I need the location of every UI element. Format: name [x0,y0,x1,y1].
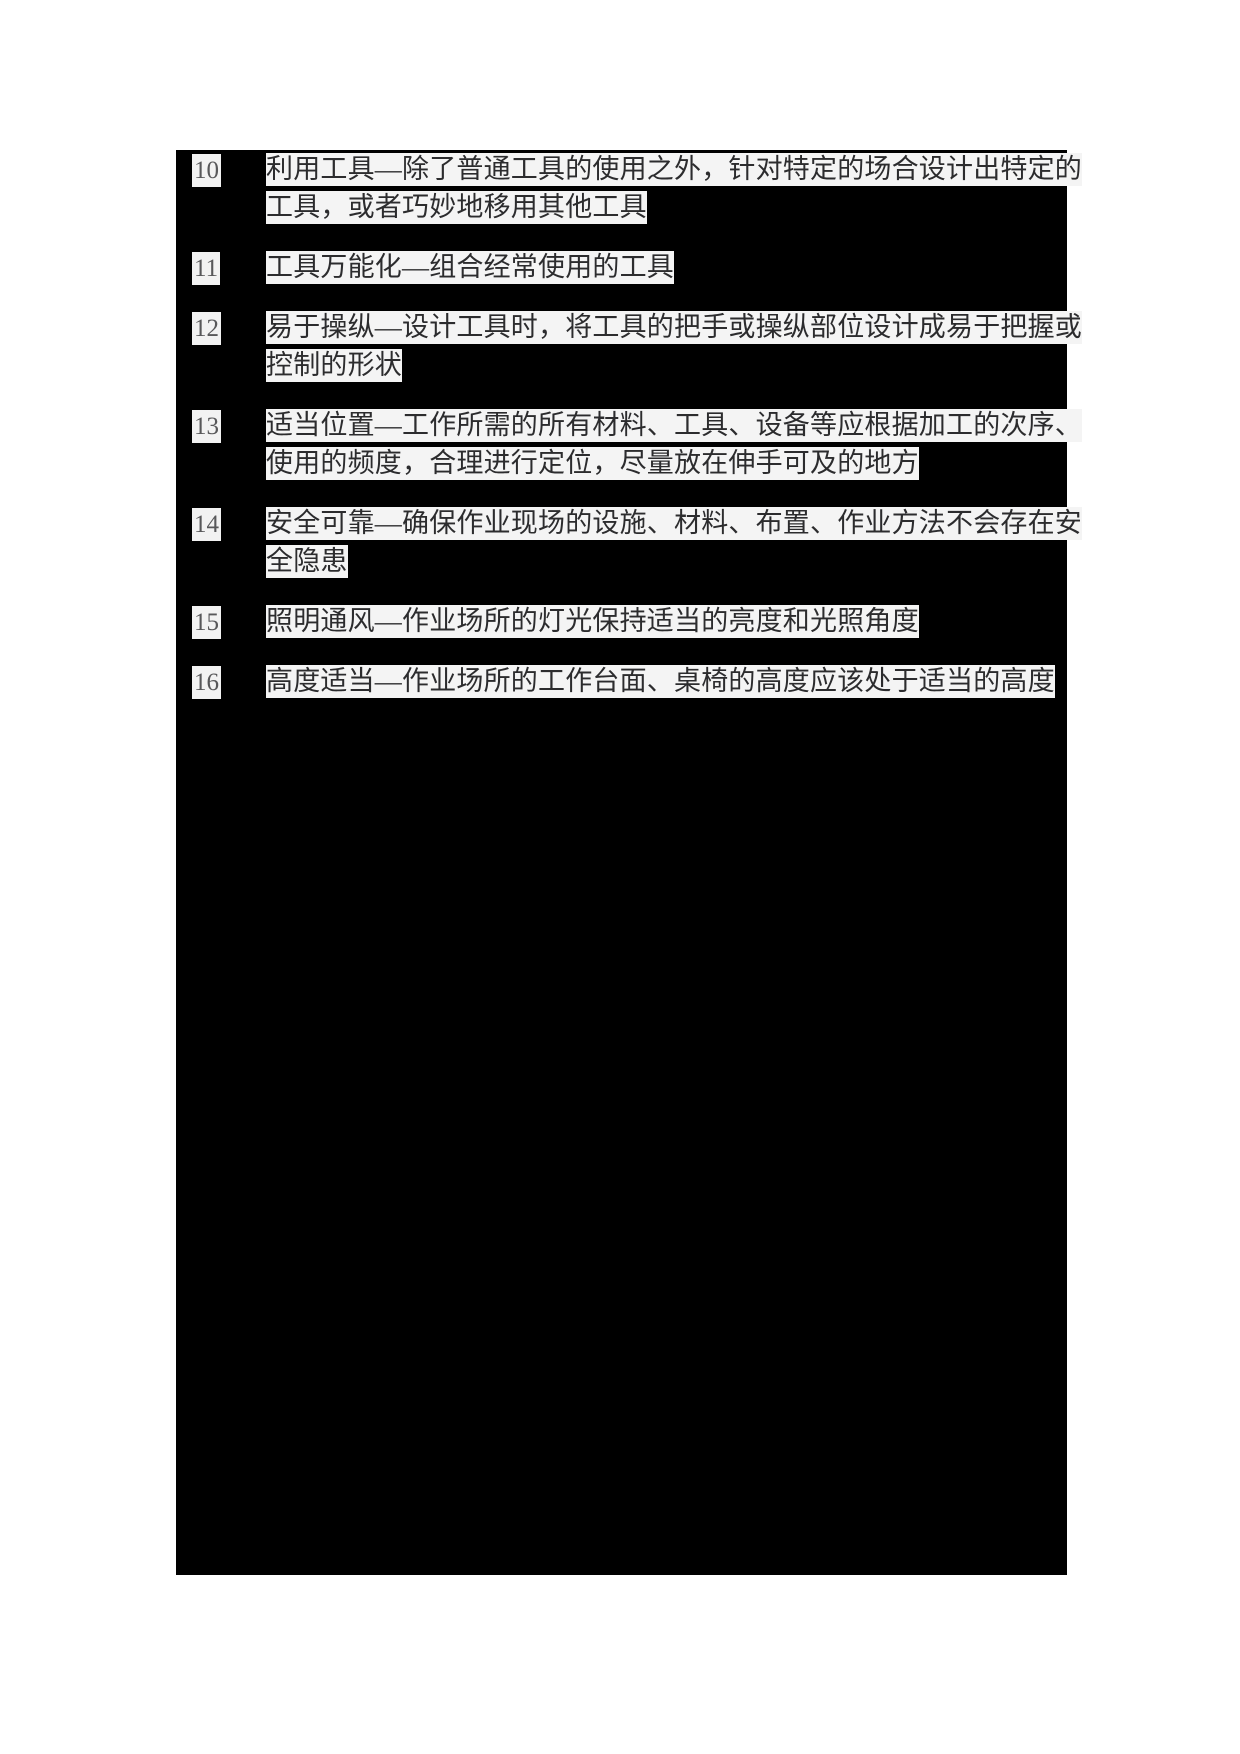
list-item-text-line: 利用工具—除了普通工具的使用之外，针对特定的场合设计出特定的 [266,150,1082,188]
highlighted-text: 利用工具—除了普通工具的使用之外，针对特定的场合设计出特定的 [266,153,1082,186]
list-item-text-line: 高度适当—作业场所的工作台面、桌椅的高度应该处于适当的高度 [266,662,1067,700]
list-item-text: 易于操纵—设计工具时，将工具的把手或操纵部位设计成易于把握或控制的形状 [266,308,1082,384]
list-item-text-line: 工具万能化—组合经常使用的工具 [266,248,1067,286]
list-item: 13 适当位置—工作所需的所有材料、工具、设备等应根据加工的次序、使用的频度，合理… [176,406,1082,482]
list-item-text-line: 照明通风—作业场所的灯光保持适当的亮度和光照角度 [266,602,1067,640]
list-item-number: 10 [192,154,221,187]
list-item-text: 适当位置—工作所需的所有材料、工具、设备等应根据加工的次序、使用的频度，合理进行… [266,406,1082,482]
highlighted-text: 控制的形状 [266,349,402,382]
list-item-text-line: 全隐患 [266,542,1067,580]
list-item: 15 照明通风—作业场所的灯光保持适当的亮度和光照角度 [176,602,1067,640]
list-item-text: 照明通风—作业场所的灯光保持适当的亮度和光照角度 [266,602,1067,640]
list-item: 16 高度适当—作业场所的工作台面、桌椅的高度应该处于适当的高度 [176,662,1067,700]
list-item-number: 16 [192,666,221,699]
highlighted-text: 工具，或者巧妙地移用其他工具 [266,191,647,224]
list-item-text: 利用工具—除了普通工具的使用之外，针对特定的场合设计出特定的工具，或者巧妙地移用… [266,150,1082,226]
highlighted-text: 高度适当—作业场所的工作台面、桌椅的高度应该处于适当的高度 [266,665,1055,698]
numbered-list: 10 利用工具—除了普通工具的使用之外，针对特定的场合设计出特定的工具，或者巧妙地… [176,150,1082,722]
list-item-text-line: 安全可靠—确保作业现场的设施、材料、布置、作业方法不会存在安 [266,504,1082,542]
list-item-text-line: 适当位置—工作所需的所有材料、工具、设备等应根据加工的次序、 [266,406,1082,444]
list-item-text-line: 控制的形状 [266,346,1067,384]
list-item-number: 15 [192,606,221,639]
list-item: 12 易于操纵—设计工具时，将工具的把手或操纵部位设计成易于把握或控制的形状 [176,308,1082,384]
list-item: 14 安全可靠—确保作业现场的设施、材料、布置、作业方法不会存在安全隐患 [176,504,1082,580]
highlighted-text: 全隐患 [266,545,348,578]
list-item-text-line: 工具，或者巧妙地移用其他工具 [266,188,1067,226]
highlighted-text: 照明通风—作业场所的灯光保持适当的亮度和光照角度 [266,605,919,638]
list-item-number: 11 [192,252,221,285]
highlighted-text: 使用的频度，合理进行定位，尽量放在伸手可及的地方 [266,447,919,480]
highlighted-text: 易于操纵—设计工具时，将工具的把手或操纵部位设计成易于把握或 [266,311,1082,344]
list-item-text: 工具万能化—组合经常使用的工具 [266,248,1067,286]
inverted-scan-region: 10 利用工具—除了普通工具的使用之外，针对特定的场合设计出特定的工具，或者巧妙地… [176,150,1082,1575]
list-item-number: 12 [192,312,221,345]
list-item-text-line: 使用的频度，合理进行定位，尽量放在伸手可及的地方 [266,444,1067,482]
list-item-number: 13 [192,410,221,443]
list-item-text-line: 易于操纵—设计工具时，将工具的把手或操纵部位设计成易于把握或 [266,308,1082,346]
list-item-text: 高度适当—作业场所的工作台面、桌椅的高度应该处于适当的高度 [266,662,1067,700]
list-item-text: 安全可靠—确保作业现场的设施、材料、布置、作业方法不会存在安全隐患 [266,504,1082,580]
list-item: 10 利用工具—除了普通工具的使用之外，针对特定的场合设计出特定的工具，或者巧妙地… [176,150,1082,226]
highlighted-text: 安全可靠—确保作业现场的设施、材料、布置、作业方法不会存在安 [266,507,1082,540]
list-item-number: 14 [192,508,221,541]
highlighted-text: 工具万能化—组合经常使用的工具 [266,251,674,284]
highlighted-text: 适当位置—工作所需的所有材料、工具、设备等应根据加工的次序、 [266,409,1082,442]
list-item: 11 工具万能化—组合经常使用的工具 [176,248,1067,286]
